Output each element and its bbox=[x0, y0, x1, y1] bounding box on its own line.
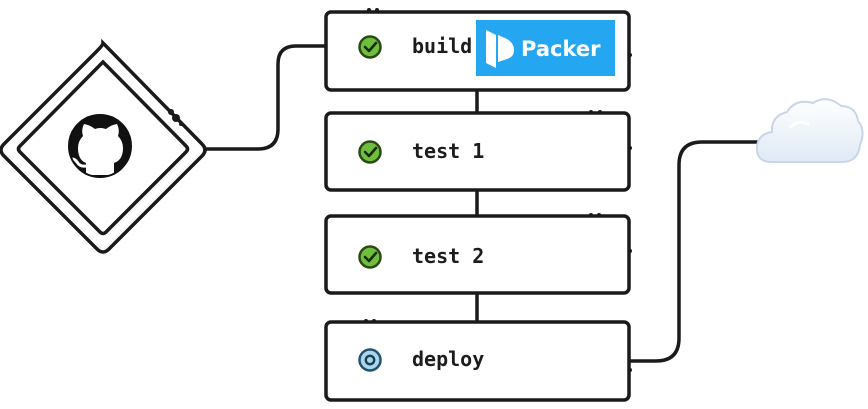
step-build-label: build bbox=[412, 34, 472, 58]
packer-logo-icon bbox=[486, 30, 514, 68]
check-circle-icon bbox=[358, 35, 382, 59]
github-icon bbox=[68, 114, 132, 178]
pending-circle-icon bbox=[358, 348, 382, 372]
check-circle-icon bbox=[358, 140, 382, 164]
cloud-icon bbox=[755, 98, 864, 163]
packer-badge: Packer bbox=[476, 20, 615, 76]
step-build[interactable]: build Packer bbox=[324, 8, 632, 92]
check-circle-icon bbox=[358, 245, 382, 269]
step-deploy-label: deploy bbox=[412, 347, 484, 371]
step-deploy[interactable]: deploy bbox=[324, 319, 632, 402]
source-node[interactable] bbox=[0, 38, 207, 254]
step-test-2-label: test 2 bbox=[412, 244, 484, 268]
step-test-1[interactable]: test 1 bbox=[324, 110, 632, 192]
source-to-build-connector bbox=[201, 44, 328, 151]
step-test-2[interactable]: test 2 bbox=[324, 213, 632, 295]
deploy-to-cloud-connector bbox=[627, 140, 762, 363]
step-test-1-label: test 1 bbox=[412, 139, 484, 163]
connectors bbox=[201, 44, 762, 363]
packer-label: Packer bbox=[521, 37, 601, 61]
